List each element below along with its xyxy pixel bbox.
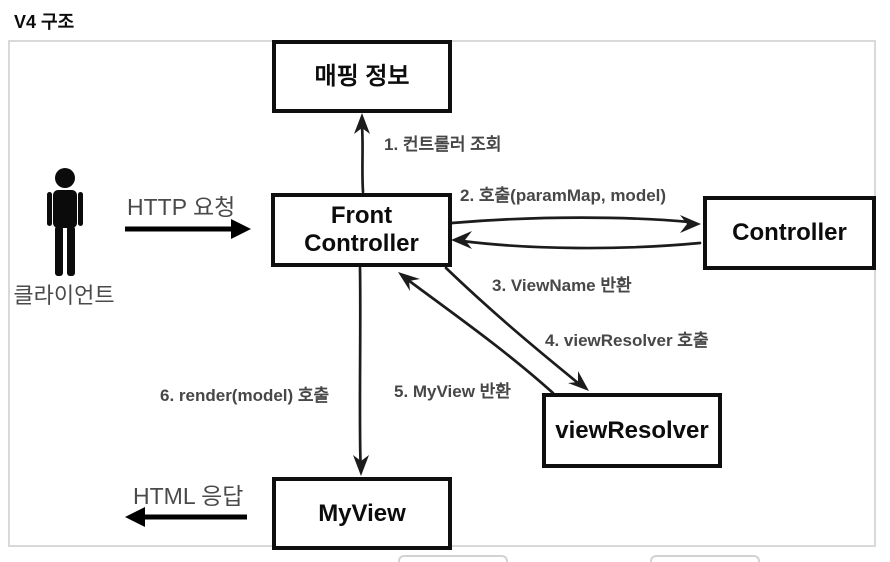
step3-label: 3. ViewName 반환 (492, 276, 632, 295)
step4-label: 4. viewResolver 호출 (545, 331, 709, 350)
node-front-controller: Front Controller (271, 193, 452, 267)
node-mapping-info: 매핑 정보 (272, 40, 452, 113)
node-view-resolver-label: viewResolver (555, 416, 709, 444)
node-myview-label: MyView (318, 499, 406, 527)
step2-label: 2. 호출(paramMap, model) (460, 186, 667, 205)
bottom-partial-button-2[interactable] (650, 555, 760, 562)
node-controller: Controller (703, 196, 876, 270)
step5-label: 5. MyView 반환 (394, 382, 511, 401)
node-view-resolver: viewResolver (542, 393, 722, 468)
diagram-canvas (8, 40, 876, 547)
bottom-partial-button-1[interactable] (398, 555, 508, 562)
client-label: 클라이언트 (13, 283, 115, 308)
http-request-label: HTTP 요청 (127, 194, 236, 220)
step6-label: 6. render(model) 호출 (160, 386, 330, 405)
html-response-label: HTML 응답 (133, 483, 244, 509)
step1-label: 1. 컨트롤러 조회 (384, 135, 502, 154)
person-icon (40, 168, 90, 283)
node-mapping-info-label: 매핑 정보 (314, 62, 410, 90)
node-front-controller-label: Front Controller (304, 202, 419, 257)
page-title: V4 구조 (14, 12, 75, 32)
node-controller-label: Controller (732, 219, 847, 247)
node-myview: MyView (272, 477, 452, 550)
